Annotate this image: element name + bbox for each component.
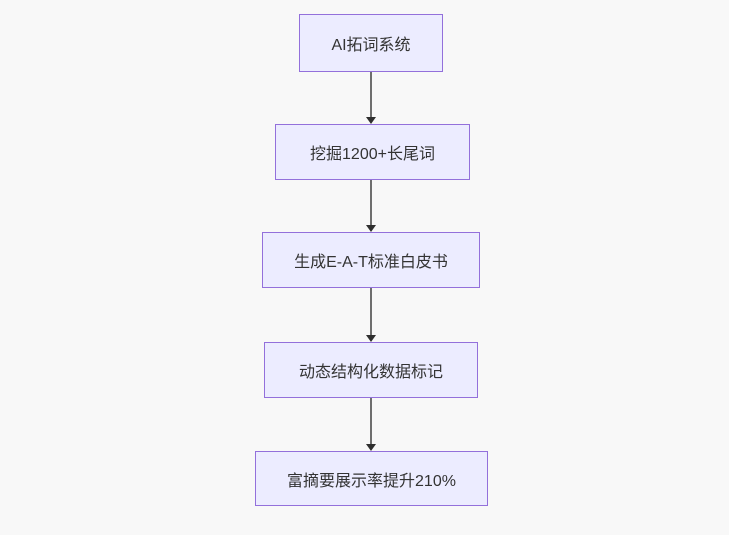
arrowhead-down-icon xyxy=(366,117,376,124)
flow-node-ai-word-expansion: AI拓词系统 xyxy=(299,14,443,72)
node-label: 生成E-A-T标准白皮书 xyxy=(294,254,448,271)
edge-4 xyxy=(365,398,377,451)
arrowhead-down-icon xyxy=(366,225,376,232)
edge-line xyxy=(370,398,372,445)
node-label: 富摘要展示率提升210% xyxy=(287,472,456,490)
flow-node-structured-data-markup: 动态结构化数据标记 xyxy=(264,342,478,398)
edge-line xyxy=(370,180,372,226)
node-label: 动态结构化数据标记 xyxy=(298,364,443,381)
node-label: 挖掘1200+长尾词 xyxy=(310,146,435,163)
flow-node-eat-whitepaper: 生成E-A-T标准白皮书 xyxy=(262,232,480,288)
arrowhead-down-icon xyxy=(366,444,376,451)
flow-node-rich-snippet-uplift: 富摘要展示率提升210% xyxy=(255,451,488,506)
edge-line xyxy=(370,288,372,336)
node-label: AI拓词系统 xyxy=(331,37,411,54)
arrowhead-down-icon xyxy=(366,335,376,342)
edge-3 xyxy=(365,288,377,342)
edge-1 xyxy=(365,72,377,124)
edge-line xyxy=(370,72,372,118)
flow-node-longtail-mining: 挖掘1200+长尾词 xyxy=(275,124,470,180)
edge-2 xyxy=(365,180,377,232)
